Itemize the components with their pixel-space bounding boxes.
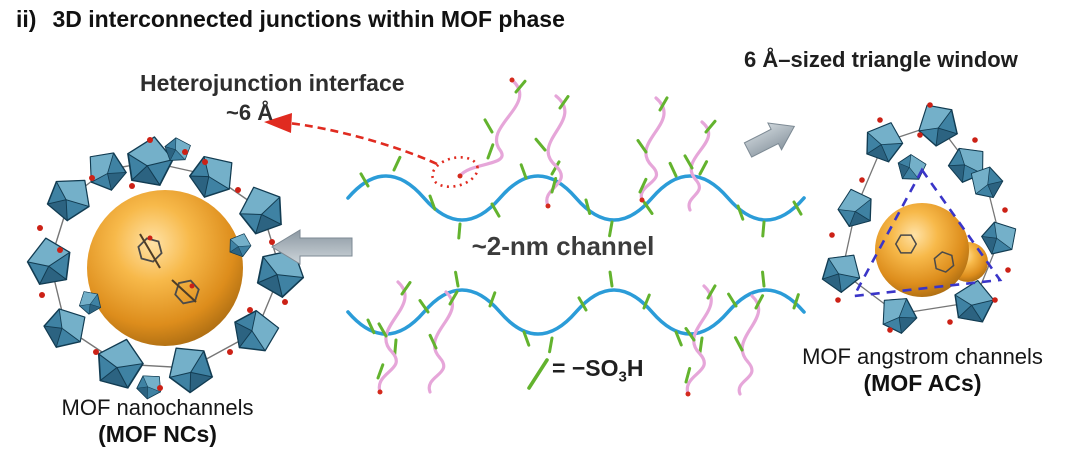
heterojunction-label: Heterojunction interface [140, 70, 405, 96]
channel-wall-top [346, 174, 806, 222]
legend-subscript: 3 [618, 368, 627, 386]
angstrom-pore-sphere [875, 203, 969, 297]
interface-pointer-arrow [264, 113, 438, 166]
interface-size-label: ~6 Å [226, 100, 274, 125]
sulfonate-legend-label: = −SO3H [552, 355, 643, 386]
triangle-window-label: 6 Å–sized triangle window [744, 47, 1018, 72]
mof-ncs-structure [23, 132, 314, 403]
mof-acs-caption: MOF angstrom channels (MOF ACs) [770, 344, 1075, 397]
oxygen-atoms [37, 137, 288, 391]
polymer-chains [377, 78, 761, 396]
figure-title: ii) 3D interconnected junctions within MO… [16, 6, 565, 33]
channel-wall-bottom [346, 288, 806, 336]
mof-acs-structure [816, 95, 1025, 339]
polymer-side-groups [376, 77, 765, 397]
organic-linkers-on-sphere [134, 233, 202, 306]
arrow-to-mof-ncs [271, 229, 353, 265]
mof-ncs-caption: MOF nanochannels (MOF NCs) [10, 395, 305, 448]
mof-ncs-name: MOF nanochannels [61, 395, 254, 420]
title-text: 3D interconnected junctions within MOF p… [52, 6, 565, 32]
title-index: ii) [16, 6, 37, 32]
oxygen-atoms [829, 102, 1011, 333]
nanochannel-pore-sphere [87, 190, 243, 346]
legend-prefix: = −SO [552, 355, 619, 381]
sulfonate-legend-icon [527, 358, 549, 390]
arrow-to-mof-acs [743, 122, 796, 158]
channel-size-label: ~2-nm channel [471, 231, 655, 261]
mof-acs-abbrev: (MOF ACs) [863, 370, 982, 396]
triangle-window-outline [851, 167, 1003, 298]
legend-suffix: H [626, 355, 644, 381]
mof-acs-name: MOF angstrom channels [802, 344, 1043, 369]
heterojunction-circle [431, 156, 479, 188]
mof-ncs-abbrev: (MOF NCs) [98, 421, 217, 447]
